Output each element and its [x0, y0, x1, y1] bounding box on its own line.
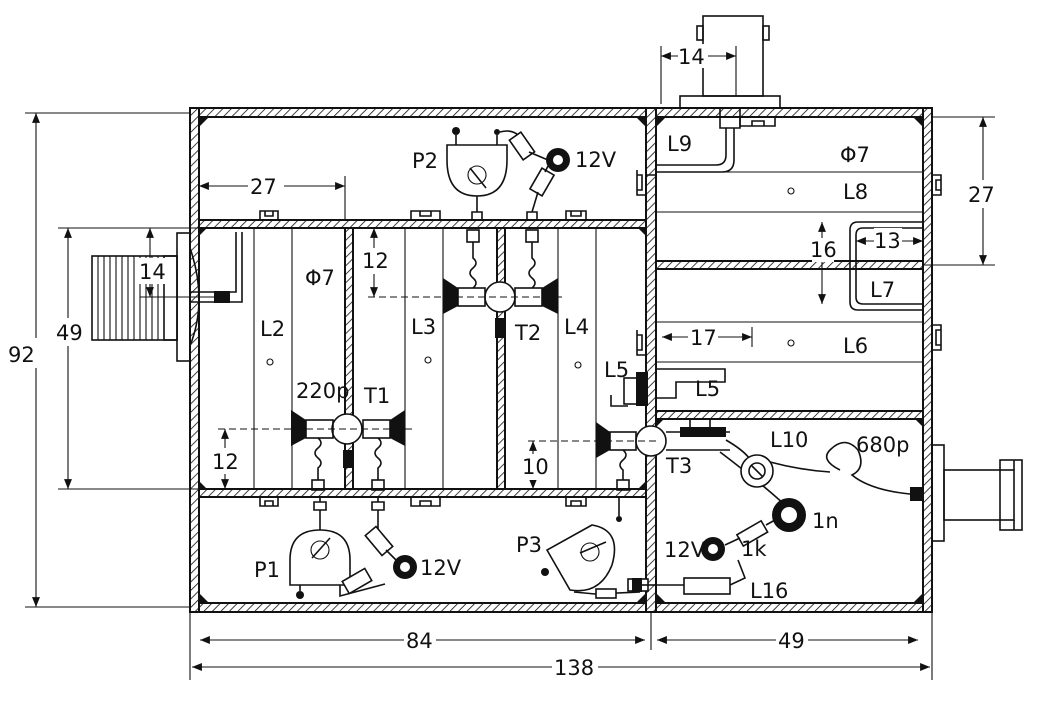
label-hole-right: Φ7: [840, 143, 870, 167]
dim-coupling-lower-left: 12: [212, 450, 239, 474]
label-l10: L10: [770, 428, 808, 452]
label-supply-right: 12V: [664, 538, 706, 562]
label-l8: L8: [843, 180, 868, 204]
label-l6: L6: [843, 334, 868, 358]
outer-wall-bottom: [189, 602, 933, 613]
resonator-divider-1: [344, 227, 354, 490]
housing: [189, 107, 933, 613]
component-labels: L2 L3 L4 T1 T2 T3 P1 P2 P3 Φ7 Φ7 220p 68…: [254, 132, 909, 603]
label-l9: L9: [667, 132, 692, 156]
dim-coupling-lower-right: 10: [522, 455, 549, 479]
resonator-l4: [557, 227, 597, 490]
potentiometer-p2: [446, 127, 570, 221]
dim-coupling-upper: 12: [362, 249, 389, 273]
dim-input-offset: 14: [139, 260, 166, 284]
label-l5-left: L5: [604, 358, 629, 382]
label-res-1k: 1k: [741, 537, 767, 561]
output-connector: [910, 444, 1023, 542]
coupling-t3: [596, 422, 730, 491]
resonator-divider-2: [496, 227, 506, 490]
right-shelf-lower: [655, 410, 924, 420]
resonator-l2: [253, 227, 293, 490]
upper-shelf-left: [198, 219, 647, 229]
label-l5-right: L5: [695, 377, 720, 401]
corner-gussets: [199, 117, 923, 603]
line-l6: [656, 321, 923, 363]
right-shelf-upper: [655, 260, 924, 270]
label-supply-p1: 12V: [420, 556, 462, 580]
dim-overall-width: 138: [554, 656, 594, 680]
loop-l7: [849, 221, 923, 311]
label-l2: L2: [260, 317, 285, 341]
wall-clips: [259, 117, 942, 507]
label-l7: L7: [870, 278, 895, 302]
label-t2: T2: [514, 321, 541, 345]
outer-wall-right: [922, 107, 933, 613]
dim-right-section: 49: [778, 629, 805, 653]
resonator-l3: [404, 227, 444, 490]
center-partition: [645, 107, 657, 613]
outer-wall-top: [189, 107, 933, 118]
dimension-text: 92 49 14 27 12 12 10 14 27 16 13 17 84 4…: [8, 44, 998, 681]
outer-wall-left: [189, 107, 200, 613]
label-cap-1n: 1n: [812, 509, 839, 533]
dim-top-connector: 14: [678, 45, 705, 69]
label-cap-220p: 220p: [296, 379, 349, 403]
label-t3: T3: [665, 454, 692, 478]
output-circuit: [632, 439, 911, 595]
label-p2: P2: [412, 149, 438, 173]
dim-top-compartment: 27: [250, 175, 277, 199]
label-l16: L16: [750, 579, 788, 603]
label-supply-p2: 12V: [575, 148, 617, 172]
dim-overall-height: 92: [8, 343, 35, 367]
dim-right-top-height: 27: [968, 183, 995, 207]
dim-loop-height: 16: [810, 238, 837, 262]
label-l4: L4: [564, 315, 589, 339]
potentiometer-p3: [541, 497, 649, 599]
label-hole-left: Φ7: [305, 266, 335, 290]
potentiometer-p1: [289, 497, 417, 599]
link-l5: [610, 368, 726, 407]
dim-left-section: 84: [406, 629, 433, 653]
label-p3: P3: [516, 533, 542, 557]
line-l8: [656, 171, 923, 213]
dim-inner-height: 49: [56, 321, 83, 345]
dim-l6-width: 17: [690, 326, 717, 350]
lower-shelf-left: [198, 488, 647, 498]
label-l3: L3: [411, 315, 436, 339]
label-t1: T1: [363, 384, 390, 408]
dim-loop-width: 13: [874, 229, 901, 253]
label-cap-680p: 680p: [856, 433, 909, 457]
label-p1: P1: [254, 558, 280, 582]
